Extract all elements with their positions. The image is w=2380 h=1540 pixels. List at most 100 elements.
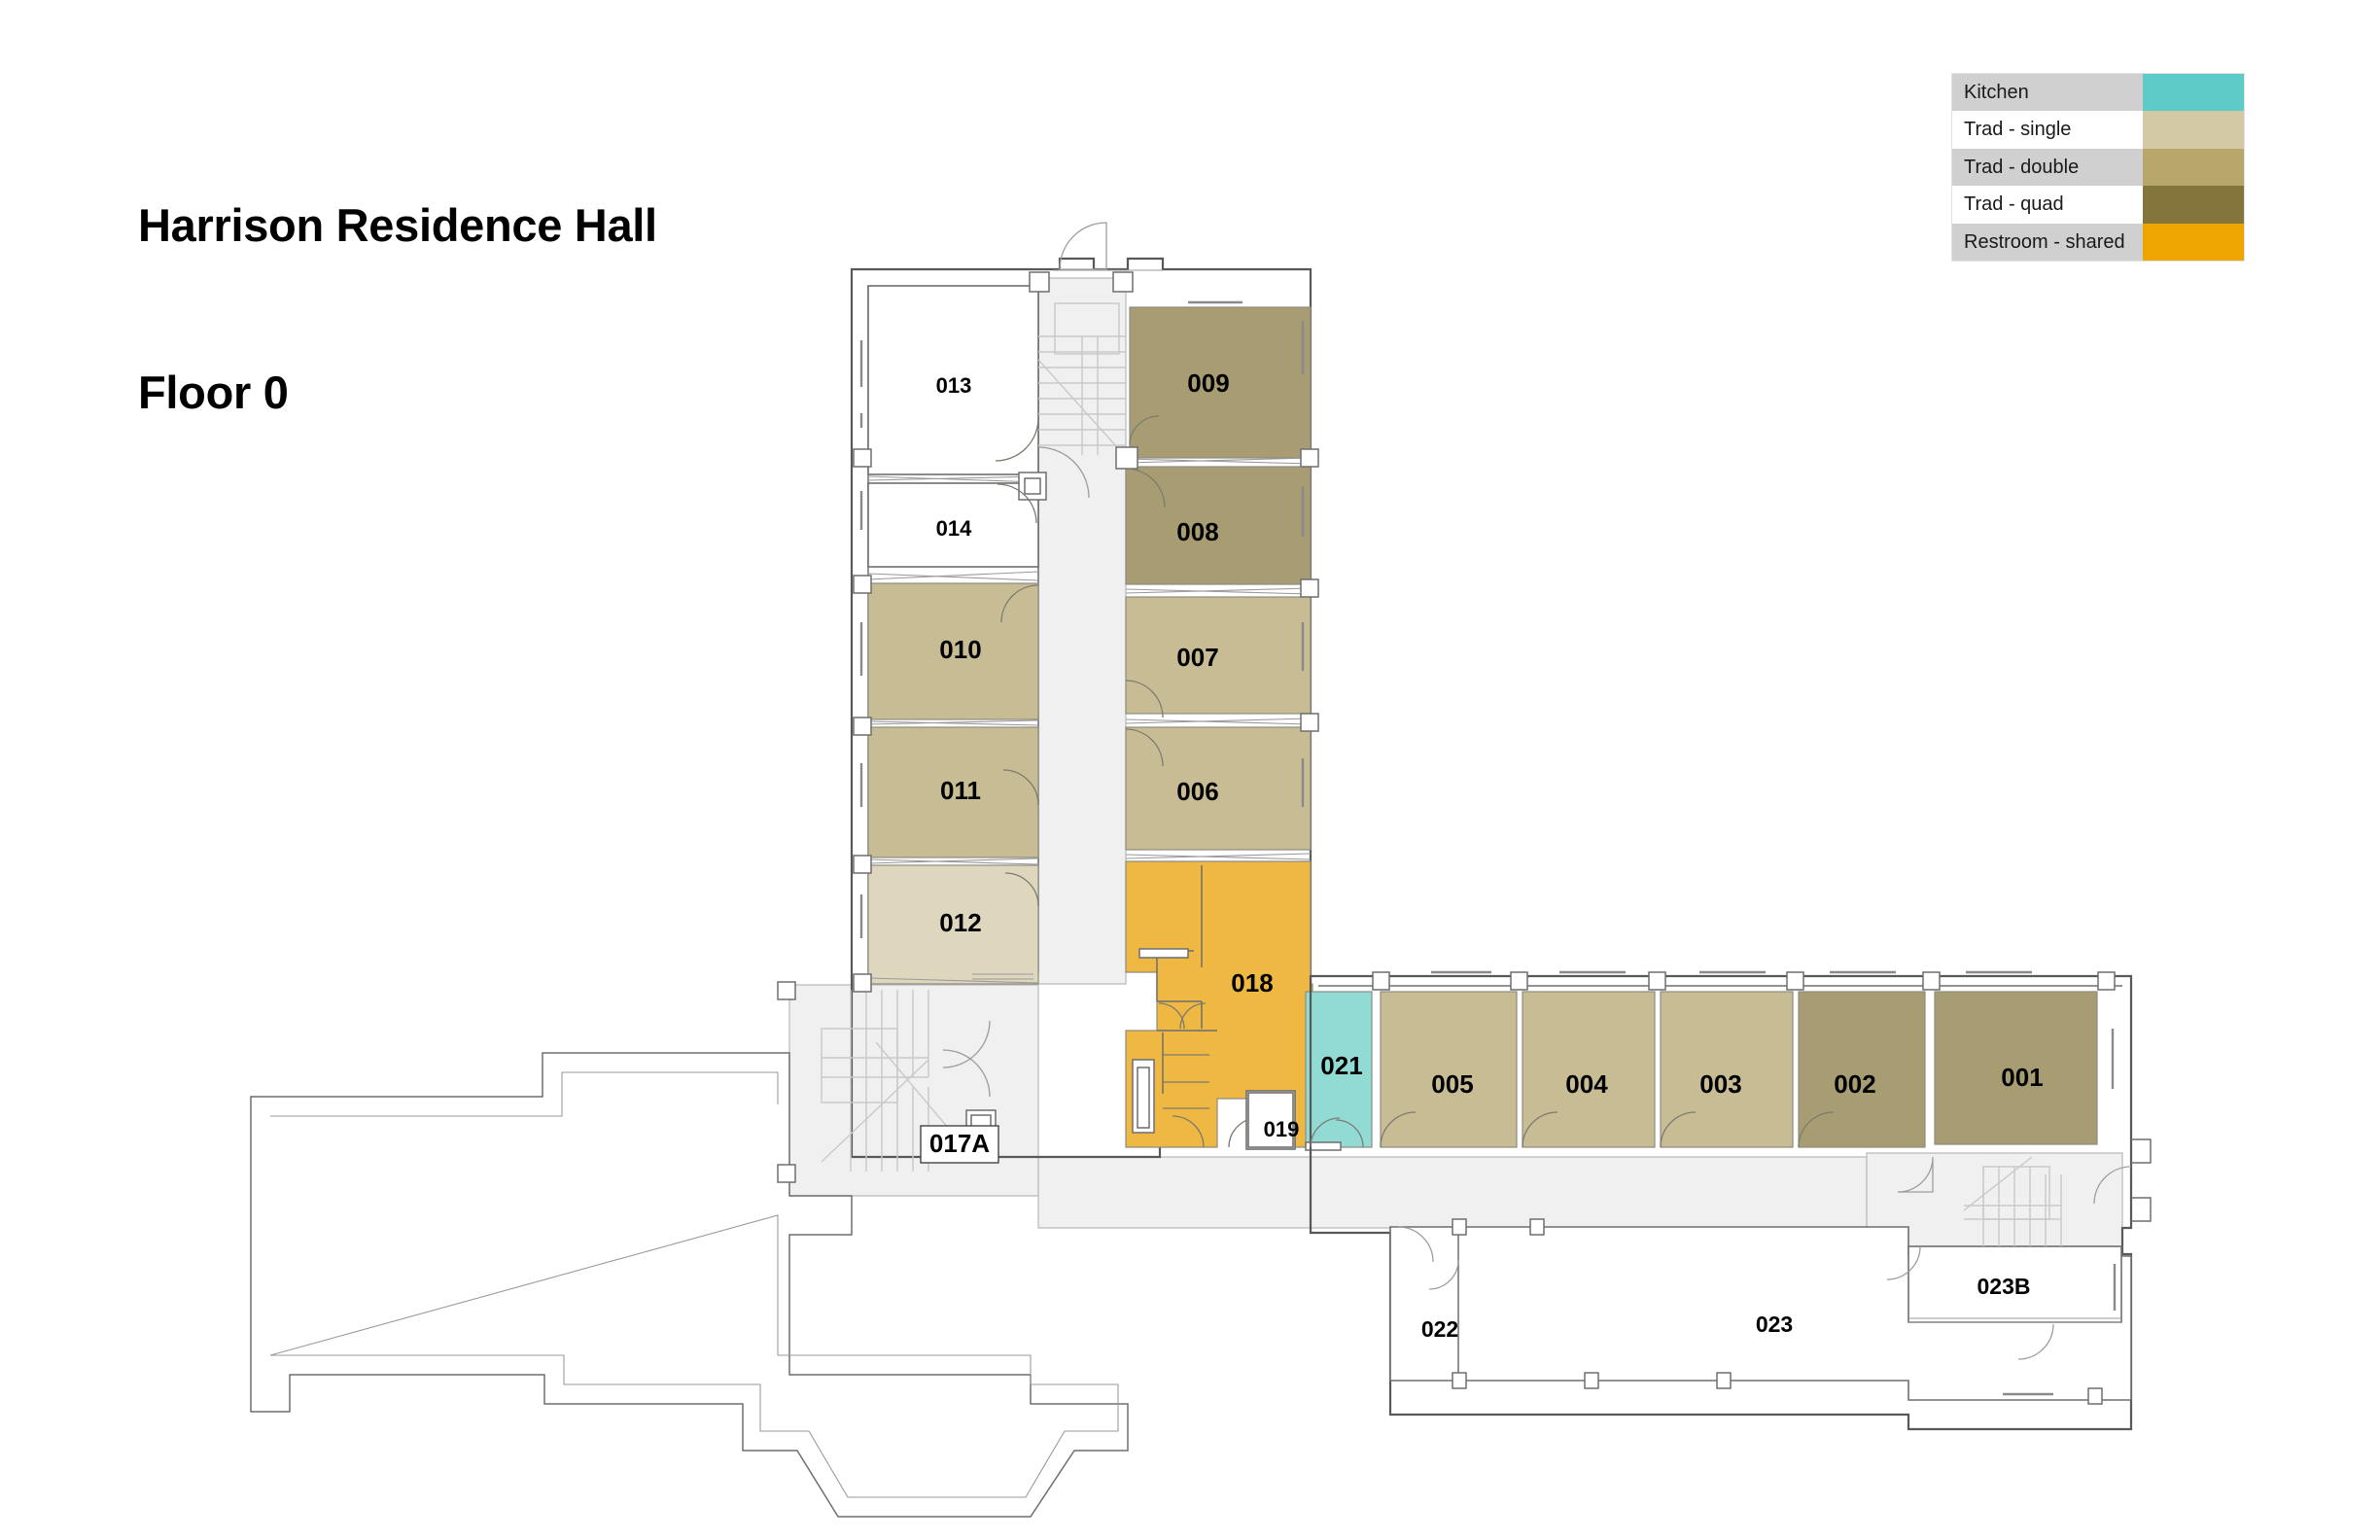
west-stair-door-arc-2 <box>942 1049 991 1098</box>
room-005-door-arc <box>1380 1111 1417 1148</box>
room-023b-shape[interactable] <box>1908 1245 2122 1323</box>
room-label-010: 010 <box>939 635 981 664</box>
west-stairs <box>777 981 997 1183</box>
partition-014-010 <box>867 571 1039 581</box>
page-title: Harrison Residence Hall Floor 0 <box>138 86 657 475</box>
partition-007-006 <box>1125 718 1312 725</box>
room-018-door-arc-2 <box>1179 1002 1207 1030</box>
room-018-fixture-3 <box>1137 1067 1150 1129</box>
column-center-2 <box>1112 271 1134 293</box>
room-label-011: 011 <box>940 776 981 805</box>
partition-013-014 <box>867 475 1039 483</box>
partition-009-008 <box>1125 457 1312 465</box>
column-south-6 <box>2087 1387 2103 1405</box>
partition-006-018 <box>1125 853 1312 860</box>
room-021-threshold <box>1305 1141 1342 1151</box>
west-stair-door-arc-1 <box>942 1020 991 1068</box>
east-stairs <box>1897 1138 2152 1246</box>
legend-item-trad-quad: Trad - quad <box>1952 186 2244 224</box>
room-label-007: 007 <box>1176 643 1218 672</box>
column-south-2 <box>1529 1218 1545 1236</box>
east-stair-door-arc-1 <box>1897 1156 1934 1193</box>
room-018-door-arc-1 <box>1158 1002 1185 1030</box>
column-west-end-east-wing <box>1372 971 1390 991</box>
stair-hall-west <box>788 984 1039 1197</box>
west-annex-outline-outer <box>250 1052 1129 1518</box>
room-013-shape[interactable] <box>867 285 1039 475</box>
rooms-north-east <box>1125 306 1312 860</box>
room-007-shape[interactable] <box>1125 596 1312 715</box>
room-008-shape[interactable] <box>1125 466 1312 585</box>
room-004-shape[interactable] <box>1522 991 1656 1148</box>
room-018-fixture-1 <box>1138 948 1189 959</box>
legend-label-restroom-shared: Restroom - shared <box>1952 223 2143 261</box>
room-021-corridor-arc <box>1310 1117 1341 1148</box>
column-east-end <box>2097 971 2116 991</box>
column-ne-1 <box>1300 448 1319 468</box>
room-label-021: 021 <box>1320 1051 1362 1080</box>
room-005-shape[interactable] <box>1380 991 1518 1148</box>
room-006-shape[interactable] <box>1125 726 1312 851</box>
column-west-stair-nw <box>777 981 796 1000</box>
room-021-door-arc <box>1335 1119 1364 1148</box>
legend-swatch-restroom-shared <box>2143 223 2244 261</box>
partition-023b-bottom <box>1908 1317 2121 1323</box>
column-ne-3 <box>1300 713 1319 732</box>
room-009-door-arc <box>1129 415 1160 446</box>
room-008-door-arc <box>1125 468 1166 508</box>
room-019-alcove <box>1247 1092 1294 1148</box>
legend-label-trad-single: Trad - single <box>1952 111 2143 149</box>
room-009-shape[interactable] <box>1129 306 1312 459</box>
room-023b-door-arc <box>1886 1245 1921 1280</box>
east-stair-door-arc-2 <box>2093 1166 2132 1205</box>
column-center-1 <box>1029 271 1050 293</box>
room-010-shape[interactable] <box>867 582 1039 720</box>
room-label-009: 009 <box>1187 368 1229 398</box>
room-004-door-arc <box>1522 1111 1558 1148</box>
room-012-door-arc <box>1004 872 1039 907</box>
legend-swatch-trad-quad <box>2143 186 2244 224</box>
legend-item-kitchen: Kitchen <box>1952 74 2244 112</box>
north-entry-door-arc <box>1059 222 1107 270</box>
legend-item-restroom-shared: Restroom - shared <box>1952 223 2244 261</box>
corridor-main-east <box>1037 1156 1868 1229</box>
room-010-door-arc <box>1000 584 1039 623</box>
room-023b-lower-door-arc <box>2017 1323 2054 1360</box>
room-014-door-arc <box>997 483 1037 524</box>
east-stair-treads <box>1982 1167 2062 1246</box>
room-label-005: 005 <box>1431 1069 1473 1099</box>
north-stairs <box>1037 222 1163 499</box>
column-nw-5 <box>853 973 872 993</box>
legend: Kitchen Trad - single Trad - double Trad… <box>1952 74 2244 261</box>
room-label-022: 022 <box>1421 1316 1458 1342</box>
room-label-006: 006 <box>1176 777 1218 806</box>
room-label-017a-box <box>920 1125 999 1164</box>
column-003-002 <box>1786 971 1804 991</box>
room-label-012: 012 <box>939 908 981 937</box>
room-014-shape[interactable] <box>867 482 1039 568</box>
legend-item-trad-single: Trad - single <box>1952 111 2244 149</box>
floor-name: Floor 0 <box>138 366 289 418</box>
column-nw-3 <box>853 717 872 736</box>
room-001-shape[interactable] <box>1934 991 2098 1145</box>
room-002-door-arc <box>1798 1111 1835 1148</box>
west-stair-treads-a <box>850 990 929 1089</box>
room-018-door-arc-3 <box>1172 1115 1205 1148</box>
room-label-001: 001 <box>2001 1063 2043 1092</box>
rooms-north-west <box>867 285 1039 985</box>
north-stair-landing <box>1054 302 1120 355</box>
room-label-023: 023 <box>1756 1312 1793 1337</box>
room-011-shape[interactable] <box>867 726 1039 858</box>
room-002-shape[interactable] <box>1798 991 1926 1148</box>
south-block <box>1389 1218 2132 1405</box>
north-stair-diagonal <box>1037 359 1127 458</box>
column-005-004 <box>1510 971 1528 991</box>
room-003-shape[interactable] <box>1660 991 1794 1148</box>
room-label-002: 002 <box>1834 1069 1875 1099</box>
room-012-shape[interactable] <box>867 864 1039 985</box>
east-outer-notch <box>2131 1138 2152 1222</box>
north-stair-door-arc <box>1037 446 1090 499</box>
room-label-014: 014 <box>936 516 972 541</box>
column-nw-4 <box>853 855 872 874</box>
room-label-013: 013 <box>936 373 972 398</box>
